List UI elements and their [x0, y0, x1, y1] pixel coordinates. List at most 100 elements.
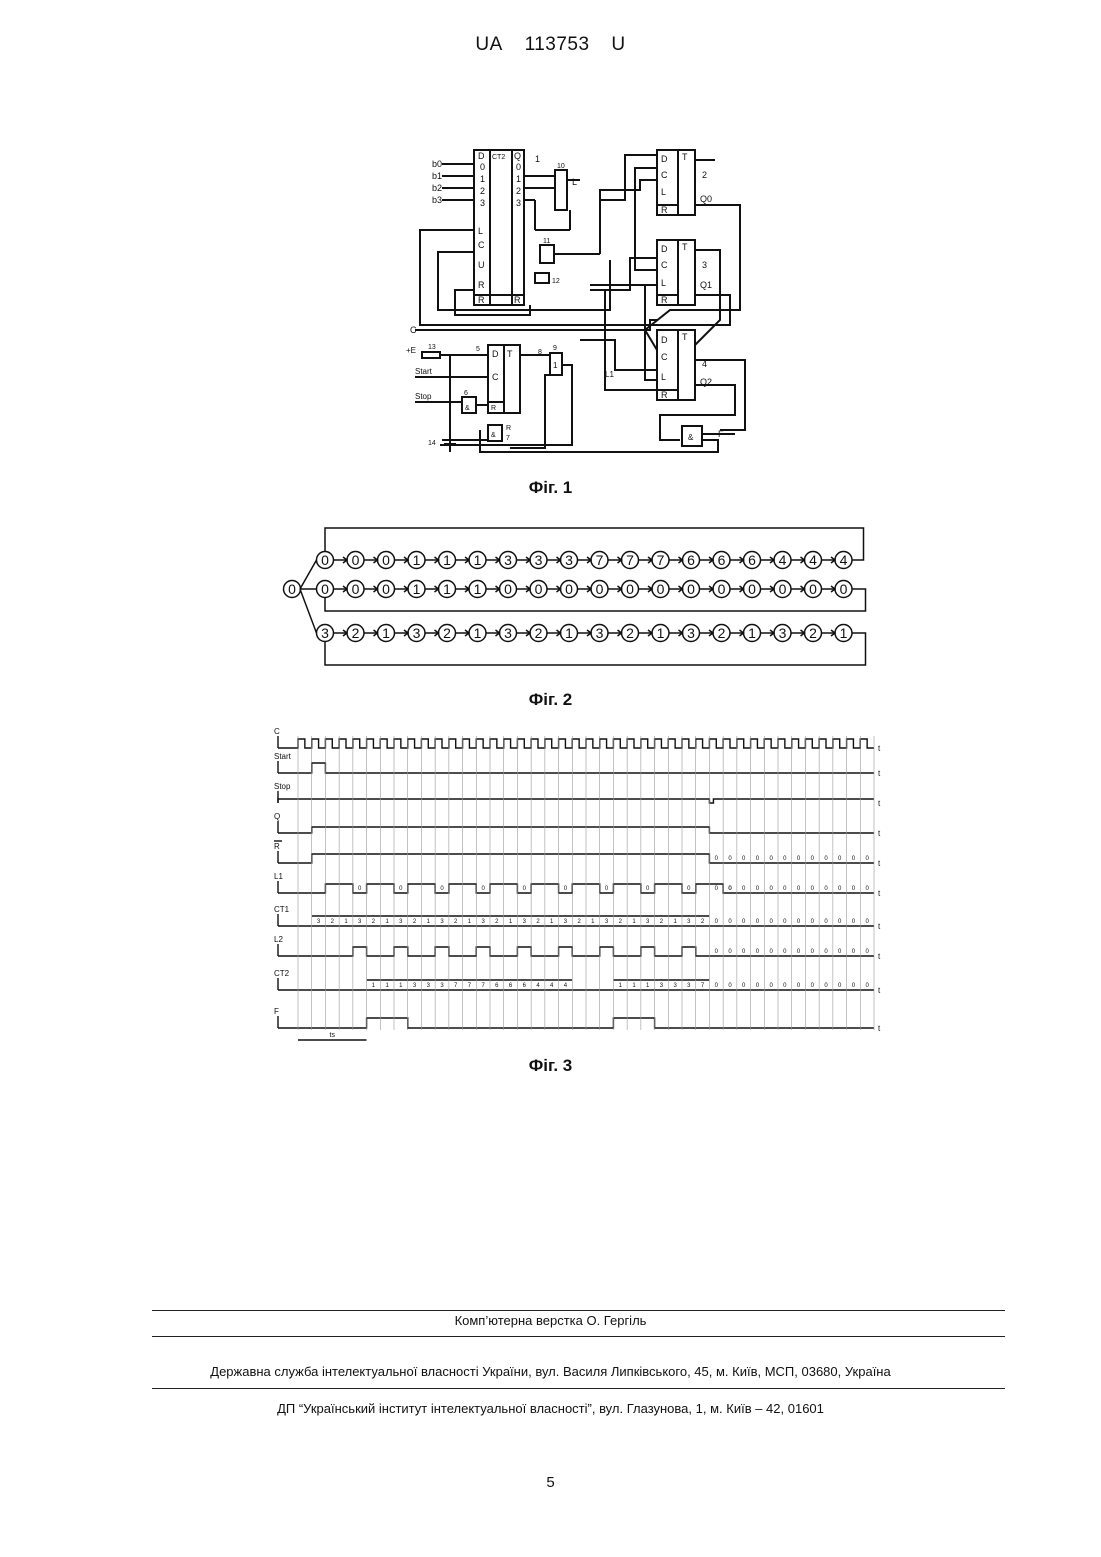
ct1-value: 1	[591, 919, 595, 925]
zero-value: 0	[797, 949, 801, 955]
element-9-symbol: 1	[553, 361, 558, 370]
signal-label: L1	[274, 872, 283, 881]
zero-value: 0	[358, 886, 362, 892]
state-value: 1	[474, 552, 482, 568]
state-value: 2	[718, 625, 726, 641]
patent-header: UA 113753 U	[0, 34, 1101, 56]
ff3-pin-c: C	[661, 260, 668, 270]
trigger-pin-d: D	[492, 349, 499, 359]
ct1-value: 2	[331, 919, 335, 925]
zero-value: 0	[811, 886, 815, 892]
state-value: 3	[596, 625, 604, 641]
state-value: 2	[535, 625, 543, 641]
ct1-value: 3	[317, 919, 321, 925]
ct-ctrl-c: C	[478, 240, 485, 250]
zero-value: 0	[797, 919, 801, 925]
footer-rule-2	[152, 1336, 1005, 1337]
stop-waveform	[278, 799, 874, 803]
zero-value: 0	[564, 886, 568, 892]
zero-value: 0	[824, 949, 828, 955]
zero-value: 0	[440, 886, 444, 892]
ff3-pin-d: D	[661, 244, 668, 254]
signal-label: CT1	[274, 905, 290, 914]
ff3-pin-r: R	[661, 295, 668, 305]
ff4-t: T	[682, 332, 688, 342]
ct1-value: 1	[427, 919, 431, 925]
ff-label-4: 4	[702, 359, 707, 369]
zero-value: 0	[728, 983, 732, 989]
ct2-value: 6	[495, 983, 499, 989]
state-value: 0	[596, 581, 604, 597]
state-value: 1	[443, 552, 451, 568]
zero-value: 0	[769, 886, 773, 892]
ct1-value: 3	[564, 919, 568, 925]
ff-label-3: 3	[702, 260, 707, 270]
zero-value: 0	[769, 949, 773, 955]
state-value: 0	[687, 581, 695, 597]
ct1-value: 1	[385, 919, 389, 925]
ct2-value: 4	[564, 983, 568, 989]
time-axis-label: t	[878, 986, 881, 995]
ct2-value: 1	[632, 983, 636, 989]
ct2-value: 1	[646, 983, 650, 989]
zero-value: 0	[811, 856, 815, 862]
ct-in-2: 2	[480, 186, 485, 196]
zero-value: 0	[824, 983, 828, 989]
zero-value: 0	[783, 886, 787, 892]
ct1-value: 3	[687, 919, 691, 925]
state-value: 1	[657, 625, 665, 641]
state-value: 0	[809, 581, 817, 597]
ff2-t: T	[682, 152, 688, 162]
ff-out-q0: Q0	[700, 194, 712, 204]
ff4-pin-l: L	[661, 372, 666, 382]
zero-value: 0	[728, 886, 732, 892]
ff2-pin-d: D	[661, 154, 668, 164]
zero-value: 0	[783, 856, 787, 862]
label-5: 5	[476, 346, 480, 353]
signal-c: C	[410, 325, 417, 335]
resistor-13	[422, 352, 440, 358]
signal-label: Stop	[274, 782, 291, 791]
ct2-value: 1	[385, 983, 389, 989]
zero-value: 0	[865, 983, 869, 989]
ct1-value: 2	[660, 919, 664, 925]
ct1-value: 1	[468, 919, 472, 925]
ct1-value: 3	[646, 919, 650, 925]
label-14: 14	[428, 440, 436, 447]
zero-value: 0	[715, 983, 719, 989]
ct2-value: 6	[523, 983, 527, 989]
ct1-value: 2	[701, 919, 705, 925]
state-value: 0	[748, 581, 756, 597]
zero-value: 0	[523, 886, 527, 892]
zero-value: 0	[742, 983, 746, 989]
signal-l: L	[572, 177, 577, 187]
ct-in-0: 0	[480, 162, 485, 172]
zero-value: 0	[838, 856, 842, 862]
ct1-value: 2	[536, 919, 540, 925]
footer-layout-credit: Комп’ютерна верстка О. Гергіль	[0, 1313, 1101, 1328]
state-value: 0	[718, 581, 726, 597]
zero-value: 0	[824, 919, 828, 925]
ct2-value: 4	[550, 983, 554, 989]
ct1-value: 3	[358, 919, 362, 925]
input-b1: b1	[432, 171, 442, 181]
ct-bottom-r1: R	[478, 295, 485, 305]
state-value: 4	[809, 552, 817, 568]
signal-label: Q	[274, 812, 280, 821]
gate-f-symbol: &	[688, 433, 694, 442]
f-waveform	[278, 1018, 874, 1028]
signal-label: R	[274, 842, 280, 851]
ct2-value: 1	[399, 983, 403, 989]
state-value: 3	[504, 552, 512, 568]
zero-value: 0	[742, 886, 746, 892]
trigger-t: T	[507, 349, 513, 359]
label-13: 13	[428, 344, 436, 351]
state-value: 0	[565, 581, 573, 597]
ct1-value: 1	[509, 919, 513, 925]
ct1-value: 2	[495, 919, 499, 925]
zero-value: 0	[742, 919, 746, 925]
signal-f: F	[718, 429, 724, 439]
fig2-caption: Фіг. 2	[0, 690, 1101, 710]
element-10	[555, 170, 567, 210]
ct2-value: 7	[701, 983, 705, 989]
